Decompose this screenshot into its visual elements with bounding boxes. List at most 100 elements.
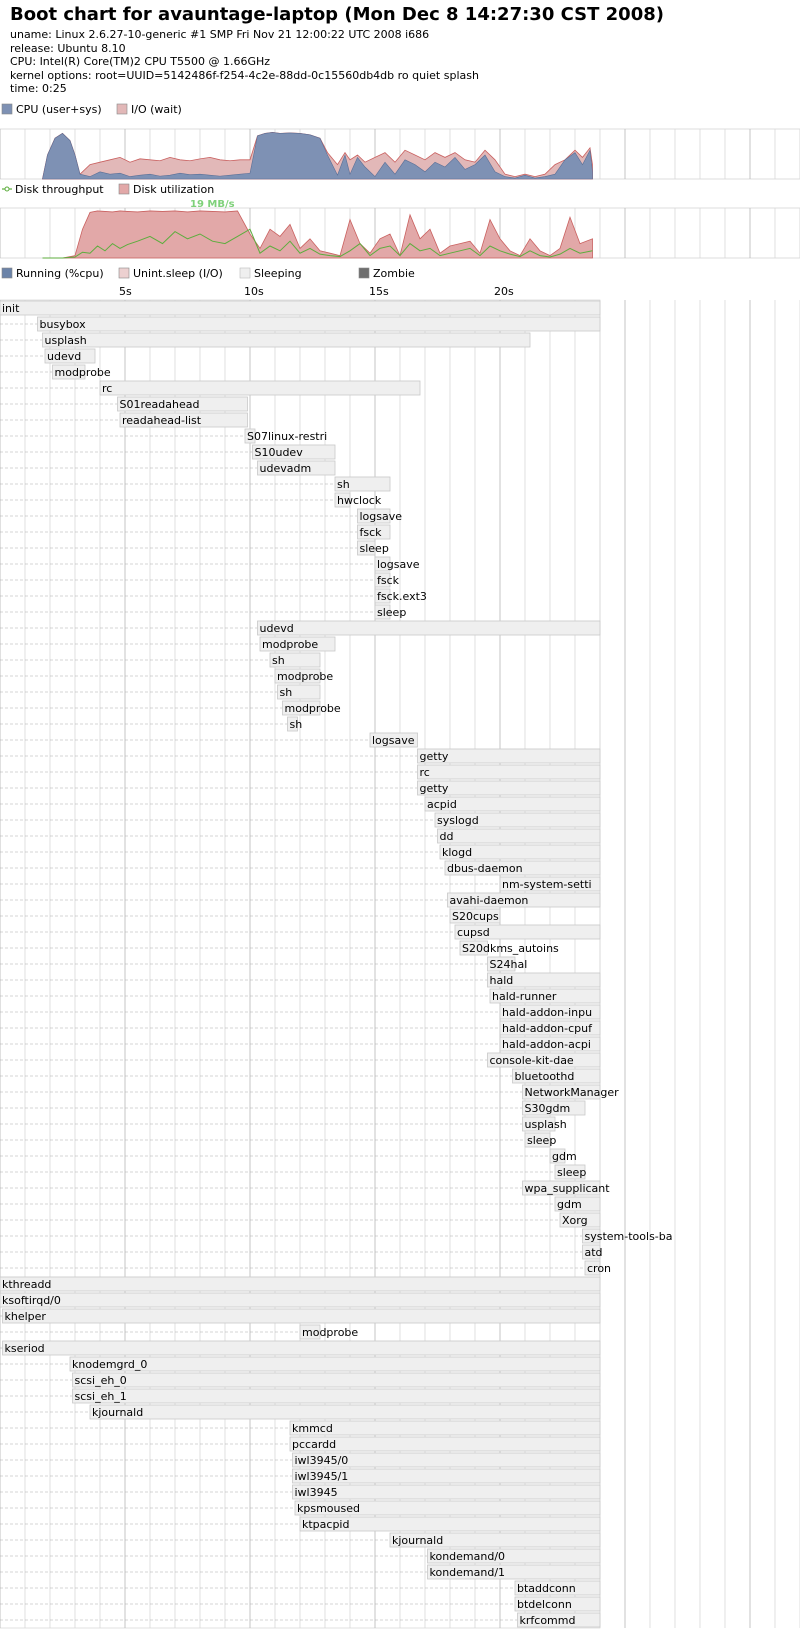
process-label: dd (440, 830, 454, 843)
process-label: getty (420, 782, 449, 795)
process-label: logsave (372, 734, 415, 747)
process-bar (524, 1132, 551, 1148)
process-bar (0, 1292, 601, 1308)
process-bar (52, 364, 86, 380)
process-bar (582, 1244, 601, 1260)
disk-utilization-area (42, 210, 593, 259)
process-label: hald (490, 974, 514, 987)
process-bar (299, 1324, 321, 1340)
process-label: kondemand/1 (430, 1566, 506, 1579)
process-label: usplash (525, 1118, 567, 1131)
process-bar (299, 1516, 601, 1532)
process-bar (292, 1484, 601, 1500)
process-label: scsi_eh_1 (75, 1390, 127, 1403)
process-bar (374, 556, 391, 572)
process-bar (252, 444, 336, 460)
legend-running-label: Running (%cpu) (16, 267, 104, 280)
process-label: udevadm (260, 462, 312, 475)
process-label: kjournald (392, 1534, 443, 1547)
process-label: nm-system-setti (502, 878, 592, 891)
kernel-options-line: kernel options: root=UUID=5142486f-f254-… (10, 68, 479, 82)
process-bar (427, 1564, 601, 1580)
process-bar (357, 540, 376, 556)
process-label: kjournald (92, 1406, 143, 1419)
process-label: console-kit-dae (490, 1054, 574, 1067)
process-bar (512, 1068, 601, 1084)
process-bar (37, 316, 601, 332)
process-label: modprobe (262, 638, 318, 651)
process-bar (369, 732, 418, 748)
legend-sleeping-label: Sleeping (254, 267, 302, 280)
process-bar (499, 1036, 601, 1052)
process-label: usplash (45, 334, 87, 347)
process-label: cupsd (457, 926, 490, 939)
throughput-peak-label: 19 MB/s (190, 199, 235, 210)
legend-cpu-swatch (1, 103, 13, 115)
process-bar (259, 636, 336, 652)
process-bar (292, 1452, 601, 1468)
process-label: iwl3945/0 (295, 1454, 349, 1467)
process-bar (449, 908, 501, 924)
legend-zombie-label: Zombie (373, 267, 415, 280)
process-bar (44, 348, 96, 364)
process-bar (499, 876, 601, 892)
process-label: sh (280, 686, 293, 699)
process-bar (514, 1596, 601, 1612)
time-tick-label: 5s (119, 285, 132, 298)
process-label: S01readahead (120, 398, 200, 411)
process-label: sleep (557, 1166, 586, 1179)
process-label: busybox (40, 318, 87, 331)
process-bar (374, 604, 391, 620)
process-bar (2, 1340, 601, 1356)
process-label: hald-addon-cpuf (502, 1022, 593, 1035)
legend-throughput-marker (4, 186, 10, 192)
process-bar (437, 828, 601, 844)
process-bar (72, 1372, 601, 1388)
process-bar (334, 492, 351, 508)
legend-cpu-label: CPU (user+sys) (16, 103, 102, 116)
process-label: kondemand/0 (430, 1550, 506, 1563)
process-label: khelper (5, 1310, 47, 1323)
process-bar (357, 508, 391, 524)
process-label: atd (585, 1246, 603, 1259)
process-label: kseriod (5, 1342, 45, 1355)
process-label: knodemgrd_0 (72, 1358, 147, 1371)
process-label: system-tools-ba (585, 1230, 673, 1243)
process-label: S24hal (490, 958, 528, 971)
process-bar (554, 1196, 601, 1212)
process-bar (42, 332, 531, 348)
process-label: udevd (47, 350, 81, 363)
process-label: btdelconn (517, 1598, 572, 1611)
process-bar (292, 1468, 601, 1484)
process-label: bluetoothd (515, 1070, 575, 1083)
process-bar (244, 428, 256, 444)
process-label: getty (420, 750, 449, 763)
process-label: rc (102, 382, 112, 395)
process-bar (444, 860, 601, 876)
process-label: pccardd (292, 1438, 336, 1451)
process-bar (417, 748, 601, 764)
process-label: cron (587, 1262, 611, 1275)
process-bar (374, 572, 391, 588)
time-tick-label: 10s (244, 285, 264, 298)
process-label: S20dkms_autoins (462, 942, 559, 955)
process-bar (417, 764, 601, 780)
process-bar (69, 1356, 601, 1372)
process-label: NetworkManager (525, 1086, 620, 1099)
process-label: fsck (377, 574, 400, 587)
process-bar (522, 1100, 586, 1116)
time-tick-label: 15s (369, 285, 389, 298)
process-bar (487, 1052, 601, 1068)
process-bar (374, 588, 391, 604)
legend-io-wait-swatch (116, 103, 128, 115)
process-label: klogd (442, 846, 472, 859)
process-label: kpsmoused (297, 1502, 360, 1515)
process-label: rc (420, 766, 430, 779)
process-bar (357, 524, 391, 540)
cpu-line: CPU: Intel(R) Core(TM)2 CPU T5500 @ 1.66… (10, 55, 271, 69)
process-label: sh (337, 478, 350, 491)
process-label: modprobe (302, 1326, 358, 1339)
process-label: modprobe (285, 702, 341, 715)
process-label: gdm (557, 1198, 582, 1211)
